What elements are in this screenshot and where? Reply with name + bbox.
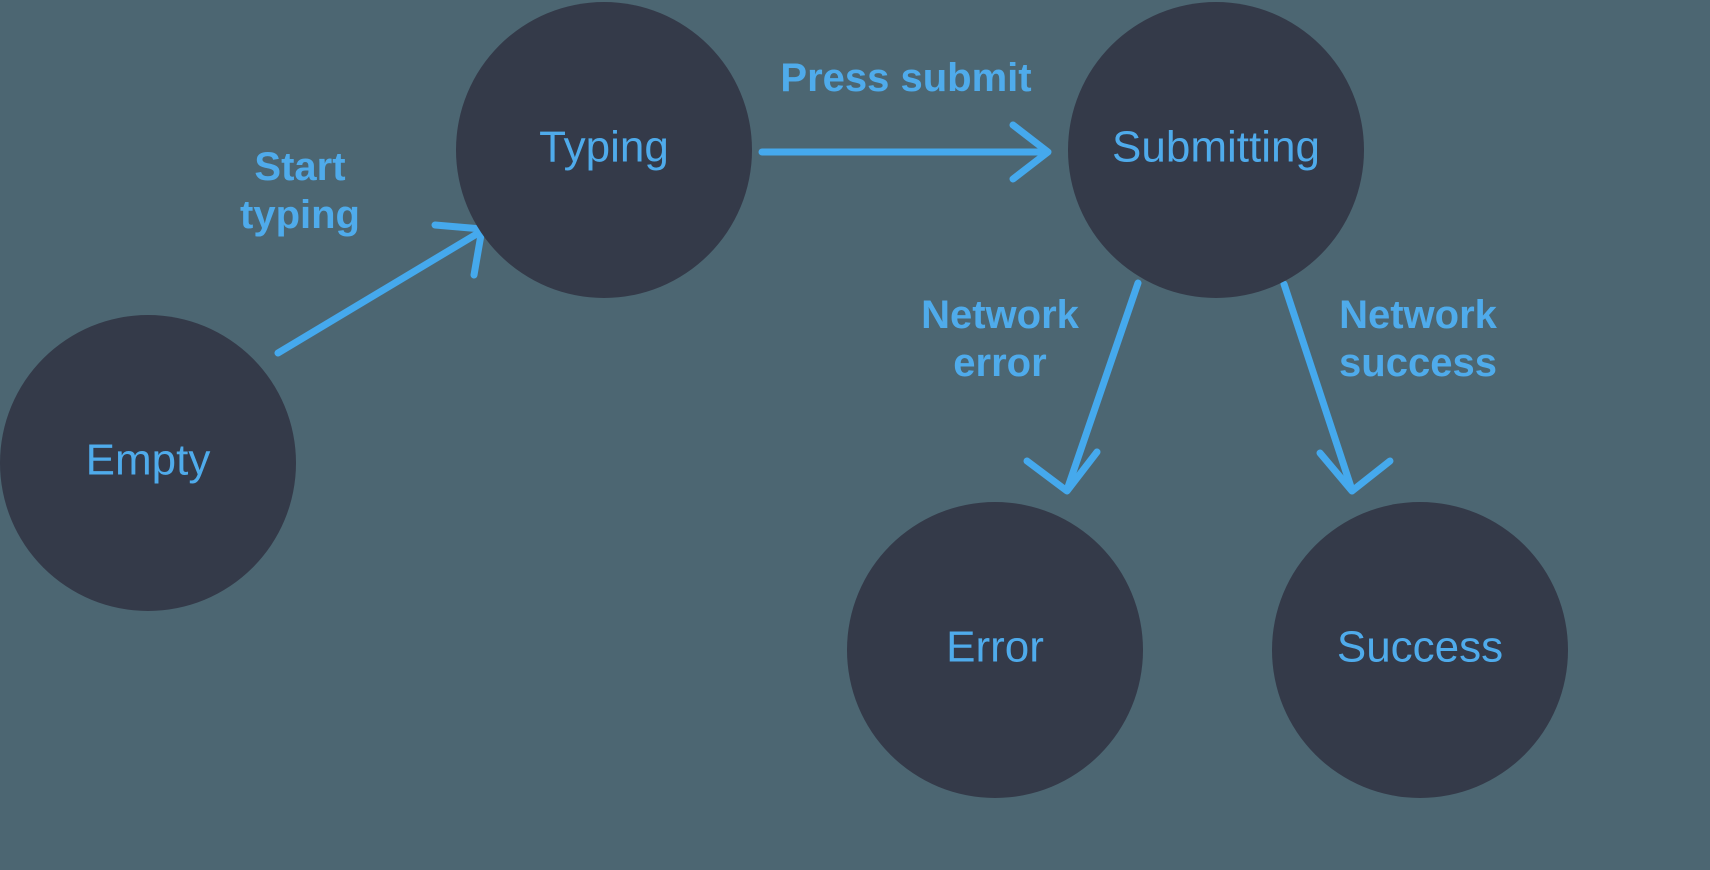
edge-submitting-to-error: [1023, 279, 1142, 495]
node-label-typing: Typing: [539, 123, 669, 172]
state-node-error[interactable]: Error: [847, 502, 1143, 798]
edge-line: [1280, 280, 1355, 491]
arrowhead-icon: [1023, 448, 1101, 495]
arrowhead-icon: [1009, 121, 1052, 183]
state-node-typing[interactable]: Typing: [456, 2, 752, 298]
edge-submitting-to-success: [1280, 280, 1394, 495]
arrowhead-icon: [1316, 449, 1394, 495]
node-circle[interactable]: [0, 315, 296, 611]
node-label-submitting: Submitting: [1112, 123, 1320, 172]
node-circle[interactable]: [847, 502, 1143, 798]
edge-label-typing-to-submitting: Press submit: [780, 56, 1031, 100]
node-label-empty: Empty: [86, 436, 211, 485]
node-circle[interactable]: [456, 2, 752, 298]
edge-line: [274, 228, 484, 357]
state-node-empty[interactable]: Empty: [0, 315, 296, 611]
node-circle[interactable]: [1272, 502, 1568, 798]
node-circle[interactable]: [1068, 2, 1364, 298]
edge-line: [1064, 279, 1142, 491]
node-label-success: Success: [1337, 623, 1503, 672]
node-label-error: Error: [946, 623, 1044, 672]
state-node-submitting[interactable]: Submitting: [1068, 2, 1364, 298]
state-node-success[interactable]: Success: [1272, 502, 1568, 798]
edge-typing-to-submitting: [758, 121, 1052, 183]
